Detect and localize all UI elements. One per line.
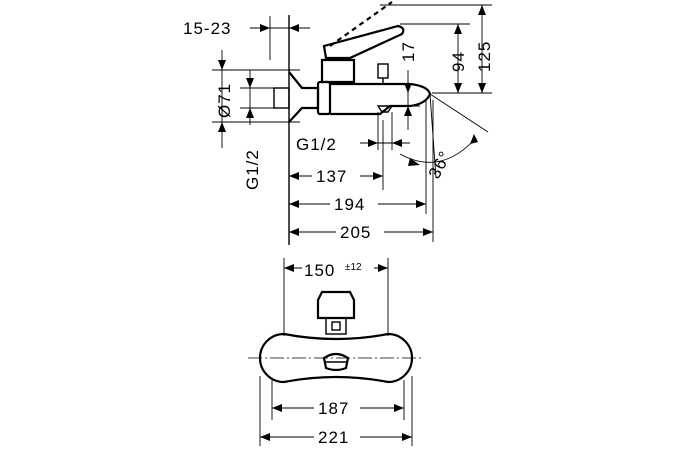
side-view: 15-23 Ø71 G1/2 G1/2 17 94 (183, 1, 494, 245)
dim-194: 194 (334, 195, 365, 214)
dim-centers: 150 (304, 261, 335, 280)
dim-137: 137 (316, 167, 347, 186)
dim-spout-height: 17 (399, 41, 418, 62)
dim-187: 187 (318, 399, 349, 418)
mixer-body-front (258, 332, 414, 384)
spout-front (322, 352, 350, 372)
lever-front (316, 290, 356, 320)
mixer-body (288, 71, 320, 123)
diverter-knob (377, 63, 389, 79)
dim-outlet-thread: G1/2 (296, 135, 337, 154)
lever-handle (322, 24, 405, 60)
inlet-pipe (273, 87, 290, 109)
dim-thread-range: 15-23 (183, 19, 231, 38)
aerator (376, 105, 394, 113)
dim-angle: 36° (425, 148, 455, 182)
front-view: 150 ±12 187 221 (248, 256, 424, 447)
dim-inlet-thread: G1/2 (243, 149, 262, 190)
cartridge (320, 58, 356, 84)
dim-205: 205 (340, 223, 371, 242)
dim-221: 221 (318, 428, 349, 447)
body-block (316, 80, 332, 116)
dim-handle-height: 94 (449, 51, 468, 72)
dim-diameter: Ø71 (215, 83, 234, 118)
lever-swing-dashed (329, 1, 393, 47)
cartridge-front (325, 317, 347, 335)
dim-total-height: 125 (475, 41, 494, 72)
dim-tolerance: ±12 (345, 262, 362, 273)
